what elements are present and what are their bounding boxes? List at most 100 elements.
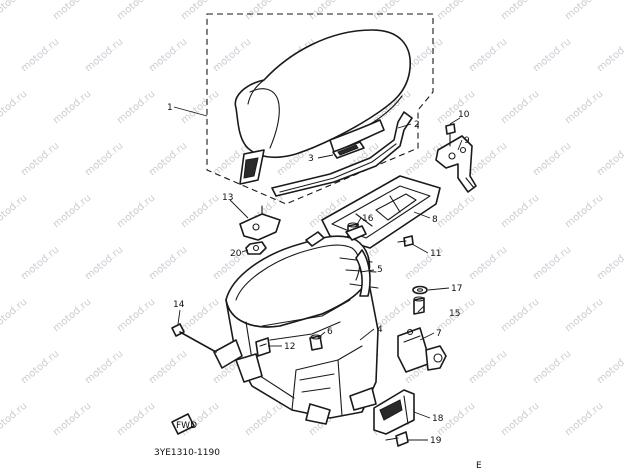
watermark-text: motod.ru bbox=[147, 140, 189, 178]
clip-12 bbox=[255, 337, 271, 357]
seat bbox=[234, 29, 411, 185]
watermark-text: motod.ru bbox=[0, 400, 29, 438]
grommet-6 bbox=[309, 334, 323, 351]
watermark-text: motod.ru bbox=[0, 192, 29, 230]
front-direction-badge: FWD bbox=[171, 413, 197, 435]
watermark-text: motod.ru bbox=[563, 296, 605, 334]
seat-assembly-boundary bbox=[206, 13, 434, 205]
watermark-text: motod.ru bbox=[19, 348, 61, 386]
callout-7: 7 bbox=[436, 329, 442, 339]
watermark-text: motod.ru bbox=[179, 296, 221, 334]
watermark-text: motod.ru bbox=[595, 140, 625, 178]
watermark-text: motod.ru bbox=[147, 244, 189, 282]
front-badge-text: FWD bbox=[176, 421, 197, 431]
watermark-text: motod.ru bbox=[147, 36, 189, 74]
watermark-text: motod.ru bbox=[563, 192, 605, 230]
callout-2: 2 bbox=[414, 120, 420, 130]
watermark-text: motod.ru bbox=[0, 88, 29, 126]
watermark-text: motod.ru bbox=[371, 0, 413, 22]
watermark-text: motod.ru bbox=[19, 36, 61, 74]
watermark-text: motod.ru bbox=[499, 88, 541, 126]
watermark-text: motod.ru bbox=[531, 244, 573, 282]
watermark-text: motod.ru bbox=[211, 36, 253, 74]
watermark-text: motod.ru bbox=[179, 0, 221, 22]
callout-12: 12 bbox=[284, 342, 295, 352]
watermark-text: motod.ru bbox=[435, 192, 477, 230]
watermark-text: motod.ru bbox=[179, 88, 221, 126]
watermark-text: motod.ru bbox=[531, 140, 573, 178]
watermark-text: motod.ru bbox=[19, 140, 61, 178]
watermark-text: motod.ru bbox=[531, 36, 573, 74]
watermark-text: motod.ru bbox=[83, 140, 125, 178]
callout-17: 17 bbox=[451, 284, 462, 294]
bolt-11 bbox=[397, 235, 414, 247]
watermark-text: motod.ru bbox=[243, 0, 285, 22]
watermark-text: motod.ru bbox=[83, 348, 125, 386]
watermark-text: motod.ru bbox=[83, 244, 125, 282]
callout-15: 15 bbox=[449, 309, 460, 319]
watermark-text: motod.ru bbox=[467, 348, 509, 386]
watermark-text: motod.ru bbox=[435, 0, 477, 22]
seat-pad bbox=[332, 141, 365, 159]
watermark-text: motod.ru bbox=[115, 192, 157, 230]
callout-14: 14 bbox=[173, 300, 185, 310]
watermark-text: motod.ru bbox=[19, 244, 61, 282]
watermark-text: motod.ru bbox=[467, 140, 509, 178]
watermark-text: motod.ru bbox=[563, 400, 605, 438]
washer-17 bbox=[412, 285, 428, 295]
watermark-text: motod.ru bbox=[179, 192, 221, 230]
watermark-text: motod.ru bbox=[595, 36, 625, 74]
watermark-text: motod.ru bbox=[499, 192, 541, 230]
callout-16: 16 bbox=[362, 214, 374, 224]
hinge-plate bbox=[435, 135, 477, 193]
callout-9: 9 bbox=[464, 136, 470, 146]
watermark-text: motod.ru bbox=[51, 88, 93, 126]
seat-lock bbox=[397, 327, 447, 373]
watermark-text: motod.ru bbox=[243, 400, 285, 438]
diagram-code: 3YE1310-1190 bbox=[154, 448, 220, 458]
callout-11: 11 bbox=[430, 249, 441, 259]
watermark-text: motod.ru bbox=[563, 88, 605, 126]
callout-6: 6 bbox=[327, 327, 333, 337]
callout-5: 5 bbox=[377, 265, 383, 275]
collar-15 bbox=[413, 296, 425, 315]
callout-1: 1 bbox=[167, 103, 173, 113]
watermark-text: motod.ru bbox=[51, 296, 93, 334]
bolt-14 bbox=[171, 323, 217, 353]
leader-lines bbox=[173, 106, 463, 441]
nut-20 bbox=[245, 241, 267, 255]
watermark-text: motod.ru bbox=[83, 36, 125, 74]
callout-19: 19 bbox=[430, 436, 442, 446]
watermark-text: motod.ru bbox=[563, 0, 605, 22]
callout-3: 3 bbox=[308, 154, 314, 164]
corner-mark: E bbox=[476, 461, 482, 468]
box-seal-strip bbox=[355, 249, 371, 297]
bolt-10 bbox=[445, 123, 456, 147]
seat-trim-strip bbox=[271, 111, 413, 197]
watermark-text: motod.ru bbox=[307, 0, 349, 22]
watermark-text: motod.ru bbox=[115, 0, 157, 22]
watermark-text: motod.ru bbox=[467, 244, 509, 282]
callout-20: 20 bbox=[230, 249, 242, 259]
screw-19 bbox=[385, 431, 409, 447]
storage-box bbox=[213, 225, 379, 425]
watermark-text: motod.ru bbox=[595, 244, 625, 282]
cover-18 bbox=[373, 389, 415, 435]
watermark-text: motod.ru bbox=[51, 192, 93, 230]
watermark-text: motod.ru bbox=[467, 36, 509, 74]
callout-8: 8 bbox=[432, 215, 438, 225]
watermark-text: motod.ru bbox=[499, 400, 541, 438]
watermark-text: motod.ru bbox=[499, 0, 541, 22]
watermark-text: motod.ru bbox=[115, 400, 157, 438]
callout-18: 18 bbox=[432, 414, 444, 424]
watermark-text: motod.ru bbox=[499, 296, 541, 334]
watermark-text: motod.ru bbox=[531, 348, 573, 386]
watermark-text: motod.ru bbox=[51, 400, 93, 438]
callout-13: 13 bbox=[222, 193, 233, 203]
watermark-text: motod.ru bbox=[115, 88, 157, 126]
callout-4: 4 bbox=[377, 325, 383, 335]
watermark-text: motod.ru bbox=[0, 296, 29, 334]
watermark-text: motod.ru bbox=[595, 348, 625, 386]
callout-10: 10 bbox=[458, 110, 470, 120]
